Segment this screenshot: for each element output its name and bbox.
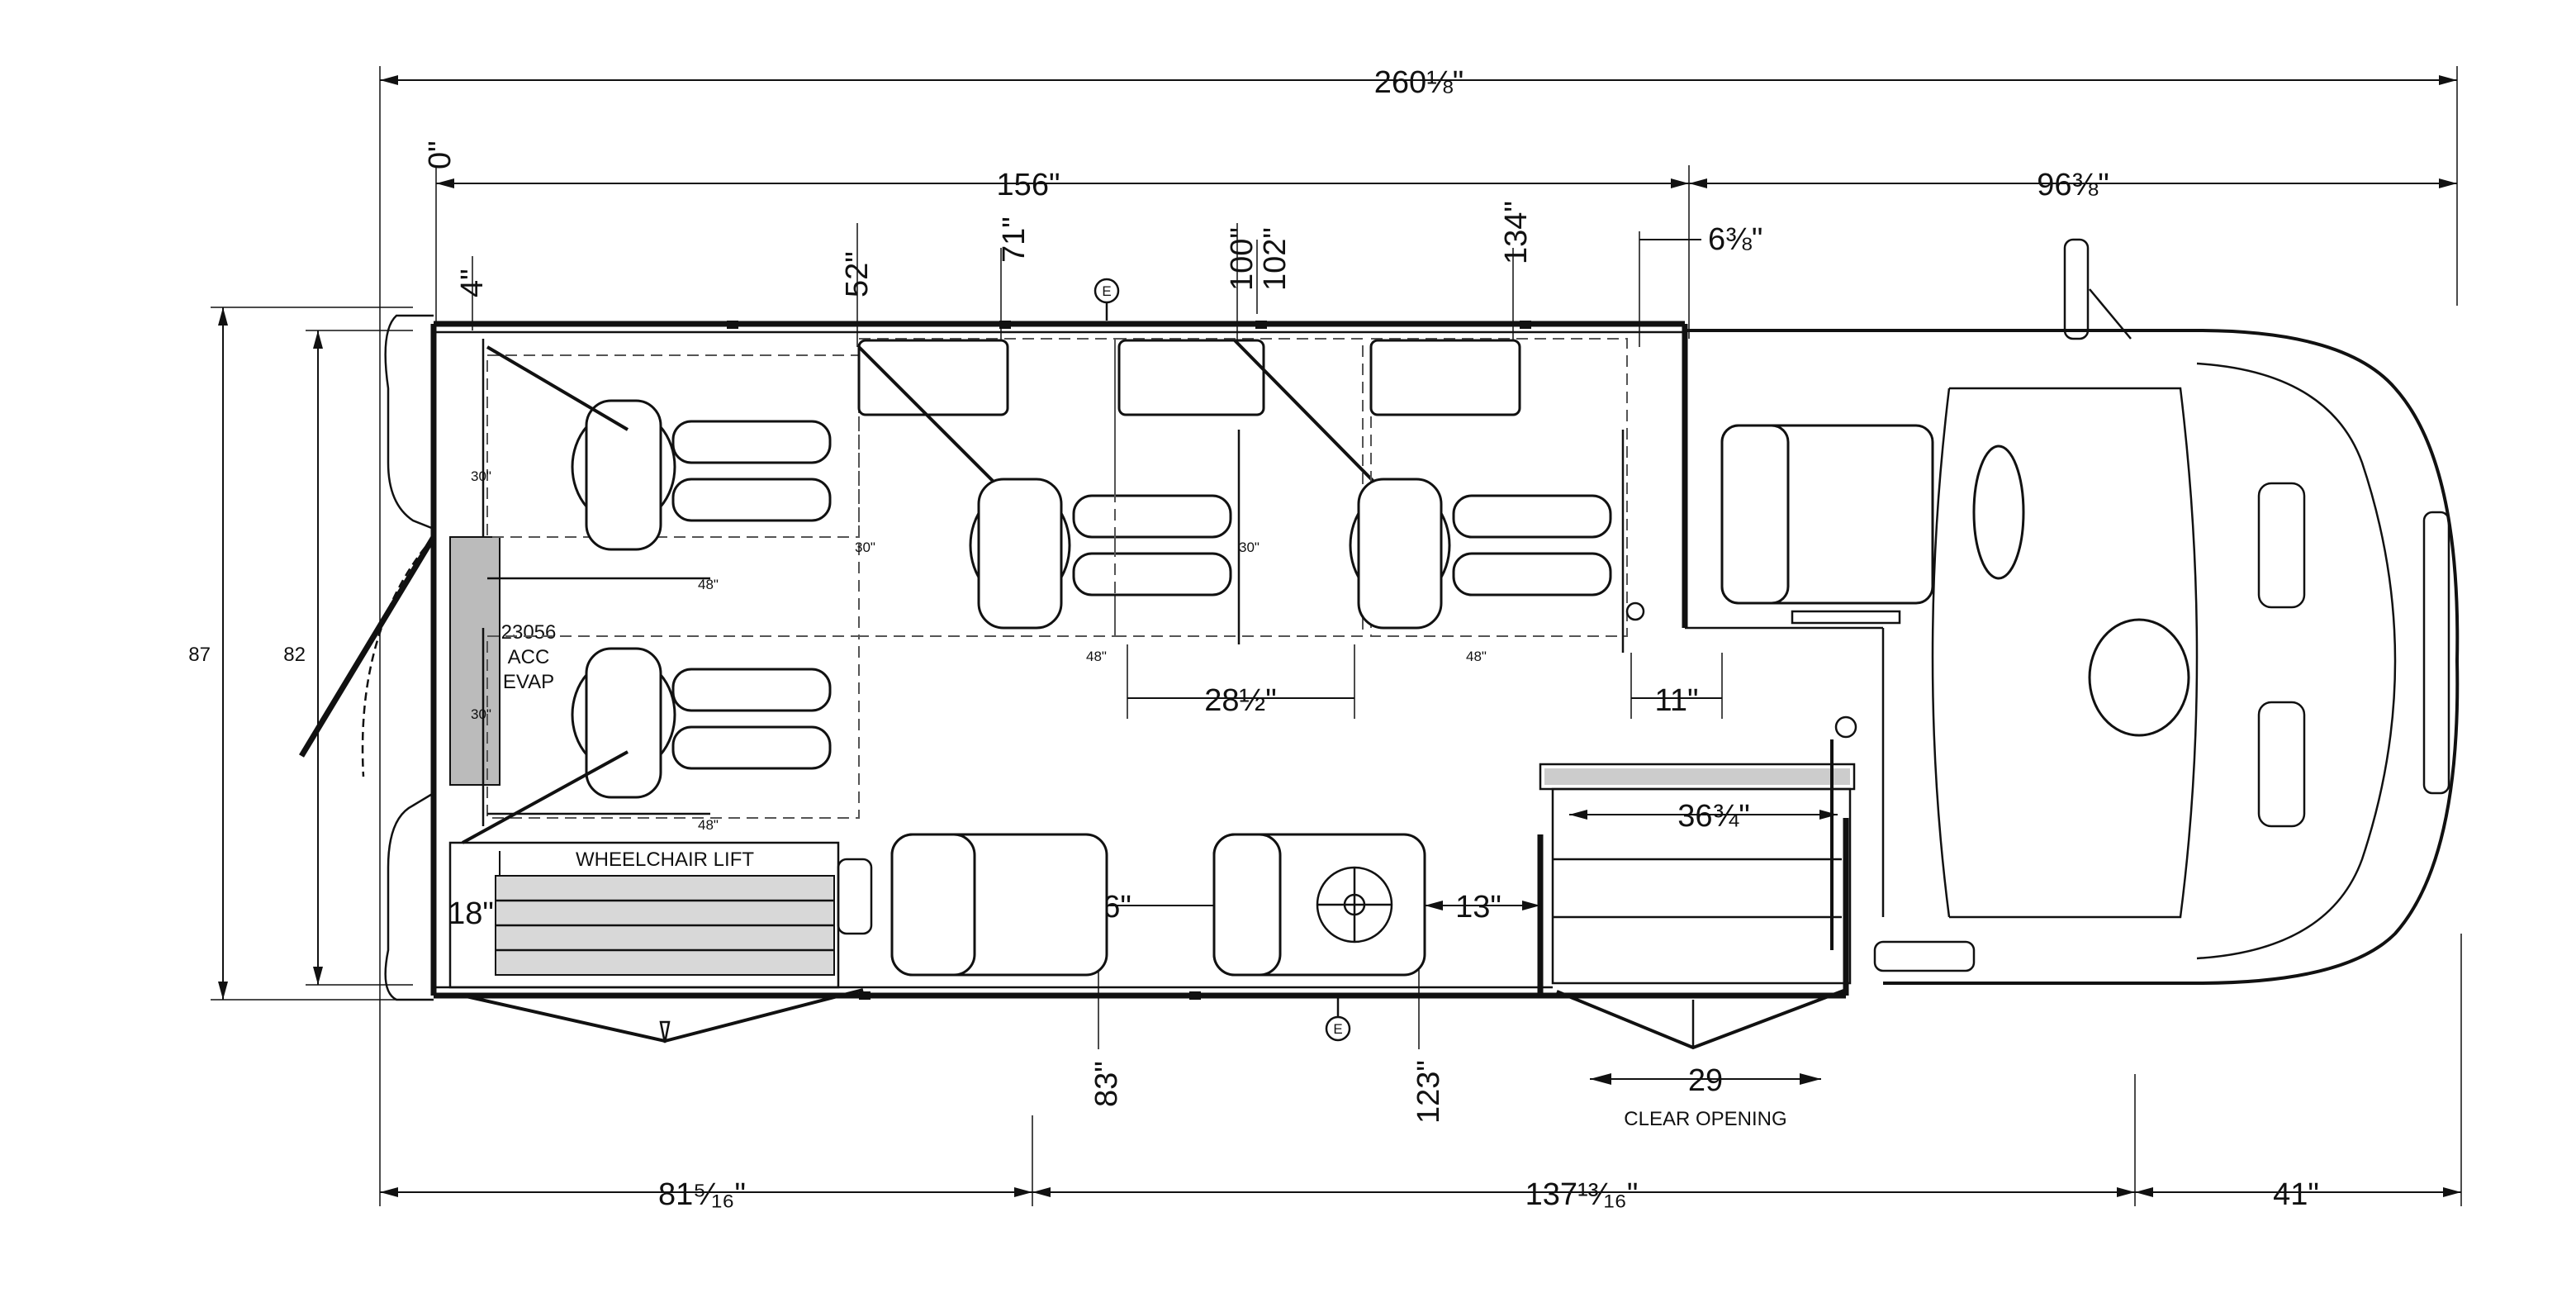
acc-evaporator: 23056 ACC EVAP <box>449 536 557 786</box>
seat-width-label-lower: 30" <box>471 706 491 722</box>
overall-length-dimension: 260⅛" <box>1374 65 1464 100</box>
station-123-dimension: 123" <box>1411 1060 1446 1124</box>
overall-width-dimension: 87 <box>188 644 211 666</box>
front-overhang-dimension: 41" <box>2273 1177 2319 1212</box>
passenger-seat-row-1: 30" 48" <box>855 338 1232 664</box>
seat-row-1-depth: 48" <box>1086 649 1107 664</box>
door-width-dimension: 36¾" <box>1677 799 1749 834</box>
station-100-dimension: 100" <box>1225 227 1260 291</box>
station-102-dimension: 102" <box>1258 227 1293 291</box>
cab-length-dimension: 96⅜" <box>2037 168 2109 202</box>
dimension-lines: 260⅛" 156" 96⅜" 0" 4" 52" 71" 100" 102" … <box>188 65 2462 1212</box>
emergency-exit-bottom-label: E <box>1333 1021 1342 1037</box>
passenger-seat-row-3: 48" <box>1349 338 1645 664</box>
body-width-dimension: 82 <box>283 644 306 666</box>
rear-seat-lower: 30" 48" <box>462 628 860 844</box>
folding-seat-1 <box>890 833 1108 977</box>
evap-label-line1: 23056 <box>501 621 557 644</box>
lift-depth-dimension: 18" <box>448 896 494 931</box>
station-83-dimension: 83" <box>1089 1061 1124 1107</box>
rear-overhang-dimension: 81⁵⁄₁₆" <box>658 1177 746 1212</box>
wheelchair-lift-label: WHEELCHAIR LIFT <box>576 849 754 871</box>
seat-depth-label: 48" <box>698 577 719 592</box>
body-length-dimension: 156" <box>997 168 1060 202</box>
station-134-dimension: 134" <box>1499 201 1534 264</box>
clear-opening-label: CLEAR OPENING <box>1624 1108 1786 1130</box>
zero-mark-dimension: 0" <box>423 140 458 169</box>
seat-row-3-depth: 48" <box>1466 649 1487 664</box>
entry-steps <box>1539 715 1857 985</box>
evap-label-line3: EVAP <box>503 671 554 693</box>
partition-offset-dimension: 6⅜" <box>1708 222 1762 257</box>
station-4-dimension: 4" <box>455 269 490 297</box>
emergency-exit-bottom: E <box>1325 998 1351 1042</box>
seat-depth-label-lower: 48" <box>698 817 719 833</box>
cab-gap-dimension: 11" <box>1655 683 1699 718</box>
wheelchair-lift: WHEELCHAIR LIFT <box>448 841 873 989</box>
seat-spacing-dimension: 28½" <box>1204 683 1276 718</box>
station-71-dimension: 71" <box>997 216 1032 263</box>
folding-seat-2 <box>1212 833 1426 977</box>
driver-seat <box>1720 424 1934 625</box>
seat-width-label: 30" <box>471 468 491 484</box>
passenger-seat-row-2: 30" <box>1114 338 1397 644</box>
evap-label-line2: ACC <box>508 646 550 668</box>
seat-row-1-width: 30" <box>855 540 875 555</box>
station-52-dimension: 52" <box>840 251 875 297</box>
gap-13-dimension: 13" <box>1455 890 1501 925</box>
emergency-exit-top: E <box>1093 278 1120 321</box>
rear-seat-upper: 30" 48" <box>471 339 860 592</box>
seat-row-2-width: 30" <box>1239 540 1260 555</box>
clear-opening-value: 29 <box>1688 1063 1723 1098</box>
emergency-exit-top-label: E <box>1102 283 1111 299</box>
wheelbase-dimension: 137¹³⁄₁₆" <box>1525 1177 1639 1212</box>
cab-front <box>1685 238 2460 985</box>
